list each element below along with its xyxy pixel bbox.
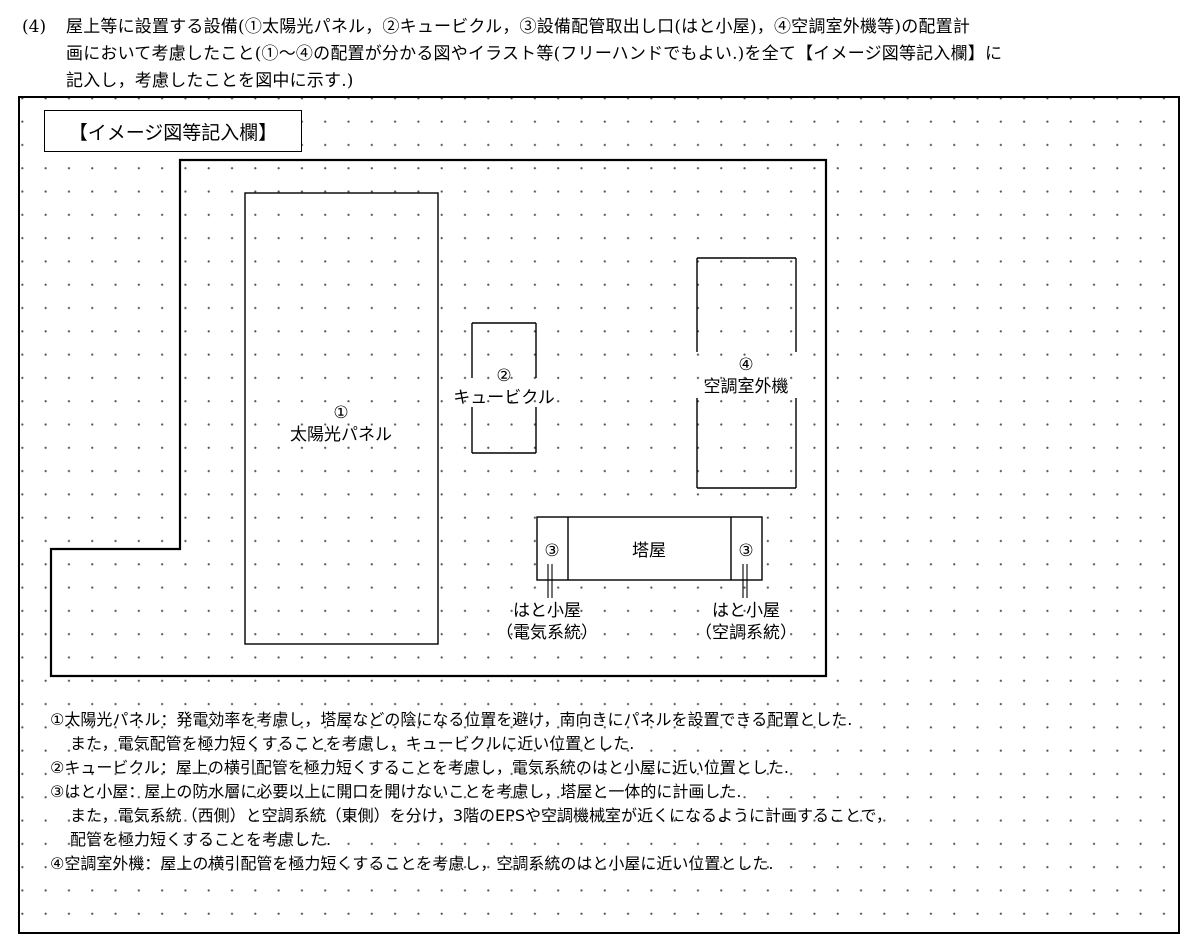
solar-panel-number: ①: [333, 403, 348, 423]
penthouse-outline: [536, 516, 763, 581]
note-line: ③はと小屋：屋上の防水層に必要以上に開口を開けないことを考慮し，塔屋と一体的に計…: [50, 782, 742, 801]
ac-unit-number: ④: [738, 355, 753, 375]
question-line: 画において考慮したこと(①～④の配置が分かる図やイラスト等(フリーハンドでもよい…: [66, 44, 1003, 64]
note-line: ④空調室外機：屋上の横引配管を極力短くすることを考慮し，空調系統のはと小屋に近い…: [50, 854, 774, 873]
pigeon-house-west-number: ③: [544, 541, 559, 561]
pigeon-house-east-system: （空調系統）: [695, 623, 797, 643]
entry-box-label: 【イメージ図等記入欄】: [44, 110, 302, 152]
question-number: (4): [22, 17, 47, 37]
cubicle-number: ②: [496, 366, 511, 386]
image-entry-box: [18, 96, 1180, 934]
question-line: 記入し，考慮したことを図中に示す.): [66, 71, 354, 91]
pigeon-house-east-number: ③: [738, 541, 753, 561]
pigeon-house-west-system: （電気系統）: [496, 623, 598, 643]
ac-unit-label: 空調室外機: [704, 377, 789, 397]
penthouse-label: 塔屋: [632, 541, 666, 561]
note-line: ①太陽光パネル：発電効率を考慮し，塔屋などの陰になる位置を避け，南向きにパネルを…: [50, 710, 853, 729]
roof-outline: [49, 158, 828, 678]
pigeon-house-east-label: はと小屋: [712, 601, 780, 621]
note-line: また，電気系統（西側）と空調系統（東側）を分け，3階のEPSや空調機械室が近くに…: [70, 806, 892, 825]
note-line: また，電気配管を極力短くすることを考慮し，キュービクルに近い位置とした.: [70, 734, 635, 753]
question-line: 屋上等に設置する設備(①太陽光パネル，②キュービクル，③設備配管取出し口(はと小…: [66, 17, 971, 37]
solar-panel-area: [244, 192, 439, 645]
pigeon-house-west-label: はと小屋: [513, 601, 581, 621]
note-line: 配管を極力短くすることを考慮した.: [70, 830, 332, 849]
note-line: ②キュービクル：屋上の横引配管を極力短くすることを考慮し，電気系統のはと小屋に近…: [50, 758, 789, 777]
consideration-notes: ①太陽光パネル：発電効率を考慮し，塔屋などの陰になる位置を避け，南向きにパネルを…: [50, 708, 1160, 876]
cubicle-label: キュービクル: [453, 388, 555, 408]
solar-panel-label: 太陽光パネル: [290, 425, 392, 445]
question-text: 屋上等に設置する設備(①太陽光パネル，②キュービクル，③設備配管取出し口(はと小…: [66, 14, 1186, 95]
